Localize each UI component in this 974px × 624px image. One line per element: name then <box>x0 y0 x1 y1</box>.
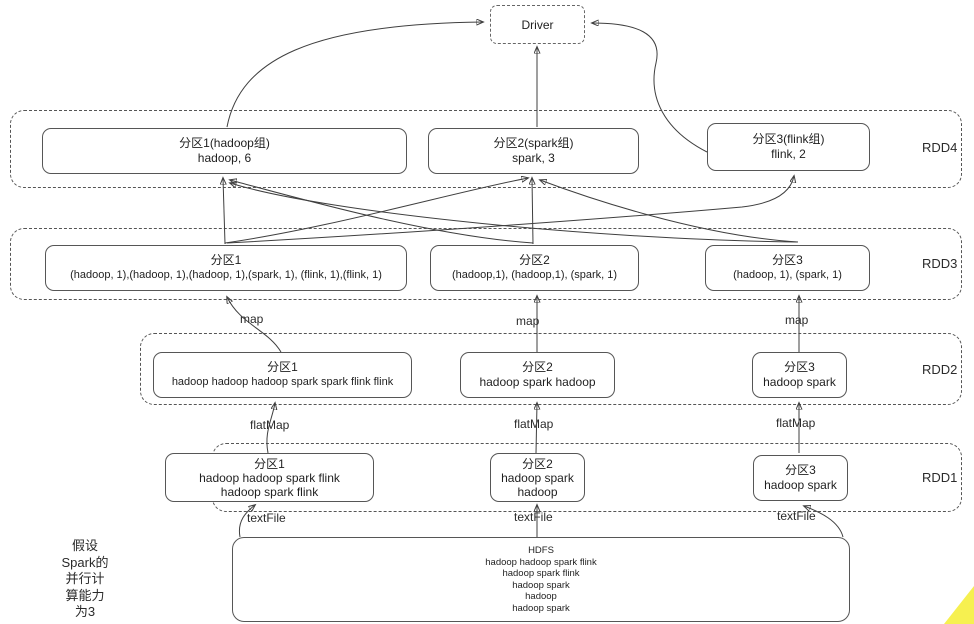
partition-title: 分区1(hadoop组) <box>179 136 270 150</box>
partition-content: hadoop <box>517 484 558 499</box>
rdd4-partition-3: 分区3(flink组) flink, 2 <box>707 123 870 171</box>
rdd1-partition-2: 分区2 hadoop spark hadoop <box>490 453 585 502</box>
rdd4-partition-1: 分区1(hadoop组) hadoop, 6 <box>42 128 407 174</box>
partition-content: hadoop hadoop hadoop spark spark flink f… <box>171 376 394 388</box>
partition-title: 分区2(spark组) <box>493 136 574 150</box>
partition-content: (hadoop, 1),(hadoop, 1),(hadoop, 1),(spa… <box>70 269 382 281</box>
hdfs-line: hadoop spark flink <box>502 568 580 579</box>
partition-content: hadoop spark flink <box>220 484 319 499</box>
partition-title: 分区3(flink组) <box>752 132 825 146</box>
hdfs-title: HDFS <box>528 545 554 556</box>
rdd1-stage-label: RDD1 <box>922 470 958 485</box>
driver-node: Driver <box>490 5 585 44</box>
partition-title: 分区2 <box>522 360 553 374</box>
edge-label-textfile-1: textFile <box>247 511 286 525</box>
rdd4-partition-2: 分区2(spark组) spark, 3 <box>428 128 639 174</box>
hdfs-line: hadoop hadoop spark flink <box>485 556 597 568</box>
partition-title: 分区2 <box>519 253 550 267</box>
edge-label-map-2: map <box>516 314 540 328</box>
rdd3-stage-label: RDD3 <box>922 256 958 271</box>
rdd2-partition-1: 分区1 hadoop hadoop hadoop spark spark fli… <box>153 352 412 398</box>
edge-label-flatmap-3: flatMap <box>776 416 816 430</box>
partition-content: hadoop hadoop spark flink <box>199 470 340 485</box>
partition-title: 分区3 <box>785 463 816 477</box>
note-line: 假设 <box>71 538 98 553</box>
partition-content: hadoop spark hadoop <box>479 375 596 389</box>
partition-content: hadoop spark <box>763 375 836 389</box>
partition-content: (hadoop, 1), (spark, 1) <box>733 269 842 281</box>
note-line: 算能力 <box>65 587 105 603</box>
rdd2-partition-3: 分区3 hadoop spark <box>752 352 847 398</box>
edge-label-map-3: map <box>785 313 809 327</box>
note-line: 并行计 <box>65 571 105 586</box>
highlight-mark <box>944 586 974 624</box>
note-line: 为3 <box>74 604 96 619</box>
edge-label-textfile-2: textFile <box>514 510 553 524</box>
note-line: Spark的 <box>61 554 109 570</box>
partition-title: 分区1 <box>267 360 298 374</box>
partition-title: 分区3 <box>784 360 815 374</box>
rdd3-partition-1: 分区1 (hadoop, 1),(hadoop, 1),(hadoop, 1),… <box>45 245 407 291</box>
hdfs-line: hadoop spark <box>512 602 570 614</box>
parallelism-note: 假设 Spark的 并行计 算能力 为3 <box>38 538 132 621</box>
hdfs-line: hadoop <box>525 591 557 602</box>
partition-content: hadoop spark <box>764 478 837 492</box>
edge-label-flatmap-2: flatMap <box>514 417 554 431</box>
edge-label-flatmap-1: flatMap <box>250 418 290 432</box>
rdd3-partition-2: 分区2 (hadoop,1), (hadoop,1), (spark, 1) <box>430 245 639 291</box>
partition-title: 分区1 <box>254 456 285 471</box>
edge-label-textfile-3: textFile <box>777 509 816 523</box>
hdfs-node: HDFS hadoop hadoop spark flink hadoop sp… <box>232 537 850 622</box>
driver-label: Driver <box>521 17 554 32</box>
partition-content: hadoop, 6 <box>197 151 252 165</box>
partition-title: 分区3 <box>772 253 803 267</box>
partition-content: spark, 3 <box>512 151 555 165</box>
rdd2-partition-2: 分区2 hadoop spark hadoop <box>460 352 615 398</box>
partition-content: flink, 2 <box>771 147 806 161</box>
partition-content: (hadoop,1), (hadoop,1), (spark, 1) <box>451 269 618 281</box>
rdd1-partition-3: 分区3 hadoop spark <box>753 455 848 501</box>
partition-content: hadoop spark <box>501 470 574 485</box>
rdd1-partition-1: 分区1 hadoop hadoop spark flink hadoop spa… <box>165 453 374 502</box>
edge-label-map-1: map <box>240 312 264 326</box>
rdd2-stage-label: RDD2 <box>922 362 958 377</box>
rdd3-partition-3: 分区3 (hadoop, 1), (spark, 1) <box>705 245 870 291</box>
hdfs-line: hadoop spark <box>512 579 570 591</box>
rdd4-stage-label: RDD4 <box>922 140 958 155</box>
rdd2-stage <box>140 333 962 405</box>
partition-title: 分区1 <box>210 253 242 267</box>
partition-title: 分区2 <box>522 456 553 471</box>
